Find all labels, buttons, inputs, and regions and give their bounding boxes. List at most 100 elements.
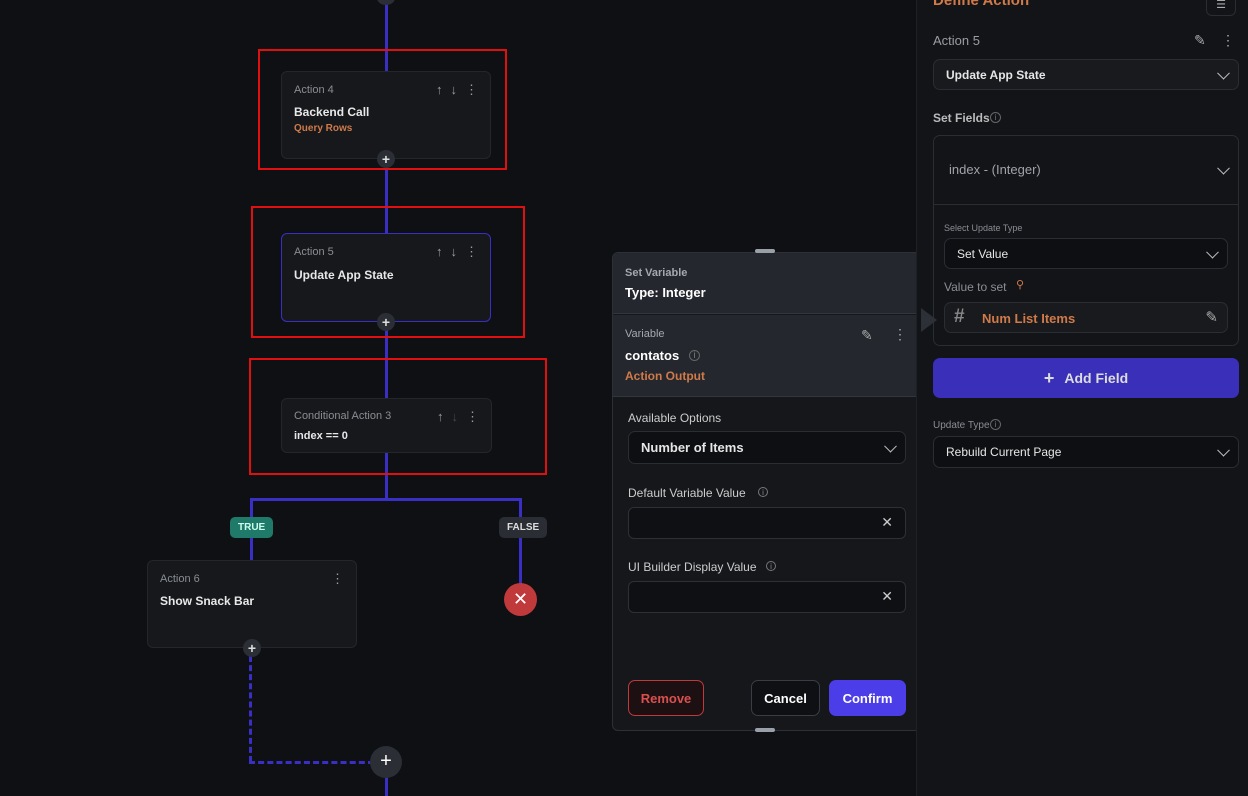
chevron-down-icon: [1206, 245, 1219, 259]
action-node-4[interactable]: Action 4 ↑↓⋮ Backend Call Query Rows: [281, 71, 491, 159]
highlight-box: [249, 358, 547, 475]
available-options-select[interactable]: Number of Items: [628, 431, 906, 464]
node-label: Action 6: [160, 573, 200, 585]
node-subtitle: Query Rows: [294, 123, 353, 134]
popup-pointer: [921, 308, 937, 332]
select-update-type-label: Select Update Type: [944, 223, 1023, 233]
arrow-up-icon[interactable]: ↑: [436, 244, 443, 259]
edit-icon[interactable]: ✎: [1205, 309, 1218, 326]
info-icon[interactable]: i: [689, 350, 700, 361]
cancel-button[interactable]: Cancel: [751, 680, 820, 716]
clear-icon[interactable]: ✕: [881, 588, 893, 604]
true-branch-badge: TRUE: [230, 517, 274, 538]
chevron-down-icon: [1217, 161, 1230, 175]
notes-icon[interactable]: ☰: [1206, 0, 1236, 16]
update-type-select[interactable]: Set Value: [944, 238, 1228, 269]
more-vert-icon[interactable]: ⋮: [1221, 32, 1235, 48]
value-to-set-label: Value to set: [944, 280, 1007, 294]
action-node-6[interactable]: Action 6 ⋮ Show Snack Bar: [147, 560, 357, 648]
action-type-select[interactable]: Update App State: [933, 59, 1239, 90]
variable-label: Variable: [625, 328, 665, 340]
hash-icon: #: [954, 306, 965, 327]
node-title: Show Snack Bar: [160, 594, 255, 608]
display-value-input[interactable]: ✕: [628, 581, 906, 613]
popup-drag-handle[interactable]: [755, 728, 775, 732]
chevron-down-icon: [1217, 66, 1230, 80]
arrow-down-icon[interactable]: ↓: [450, 82, 458, 97]
variable-name: contatos: [625, 348, 680, 363]
update-type-label: Update Type: [933, 420, 990, 431]
more-vert-icon[interactable]: ⋮: [893, 326, 907, 342]
add-action-button[interactable]: +: [377, 150, 395, 168]
more-vert-icon[interactable]: ⋮: [331, 571, 344, 586]
field-card: index - (Integer) Select Update Type Set…: [933, 135, 1239, 346]
condition-expression: index == 0: [294, 430, 348, 442]
variable-section: Variable contatos i Action Output ✎ ⋮: [613, 315, 920, 397]
conditional-node-3[interactable]: Conditional Action 3 ↑ ↓ ⋮ index == 0: [281, 398, 492, 453]
field-header[interactable]: index - (Integer): [934, 136, 1238, 205]
variable-settings-icon[interactable]: ⚲: [1016, 279, 1025, 291]
set-variable-popup: Set Variable Type: Integer Variable cont…: [612, 252, 921, 731]
arrow-down-icon[interactable]: ↓: [451, 409, 459, 424]
info-icon[interactable]: i: [990, 112, 1001, 123]
chevron-down-icon: [884, 439, 897, 453]
action-label: Action 5: [933, 33, 980, 48]
arrow-up-icon[interactable]: ↑: [437, 409, 444, 424]
chevron-down-icon: [1217, 443, 1230, 457]
field-name: index - (Integer): [949, 162, 1041, 177]
define-action-panel: Define Action ☰ Action 5 ✎ ⋮ Update App …: [916, 0, 1248, 796]
add-field-label: Add Field: [1064, 370, 1129, 386]
connector: [519, 498, 522, 588]
popup-header: Set Variable Type: Integer: [613, 253, 920, 314]
highlight-box: [258, 49, 507, 170]
set-fields-label: Set Fields: [933, 111, 990, 125]
arrow-down-icon[interactable]: ↓: [450, 244, 458, 259]
popup-drag-handle[interactable]: [755, 249, 775, 253]
panel-title: Define Action: [933, 0, 1030, 9]
node-label: Conditional Action 3: [294, 410, 392, 422]
remove-button[interactable]: Remove: [628, 680, 704, 716]
action-node-5[interactable]: Action 5 ↑ ↓ ⋮ Update App State: [281, 233, 491, 322]
plus-icon: +: [1043, 367, 1055, 388]
value-to-set: Num List Items: [982, 311, 1076, 326]
display-value-label: UI Builder Display Value: [628, 560, 757, 574]
default-value-label: Default Variable Value: [628, 486, 746, 500]
more-vert-icon[interactable]: ⋮: [465, 82, 478, 97]
update-type-value: Set Value: [957, 246, 1009, 261]
false-branch-badge: FALSE: [499, 517, 548, 538]
dashed-connector: [249, 656, 252, 762]
popup-header-type: Type: Integer: [625, 285, 706, 300]
rebuild-type-select[interactable]: Rebuild Current Page: [933, 436, 1239, 468]
info-icon[interactable]: i: [766, 561, 776, 571]
dashed-connector: [249, 761, 374, 764]
add-action-button[interactable]: +: [243, 639, 261, 657]
node-title: Update App State: [294, 268, 394, 282]
highlight-box: [251, 206, 525, 338]
clear-icon[interactable]: ✕: [881, 514, 893, 530]
available-options-label: Available Options: [628, 411, 722, 425]
variable-source: Action Output: [625, 369, 705, 383]
edit-icon[interactable]: ✎: [1194, 32, 1206, 48]
popup-header-label: Set Variable: [625, 267, 688, 279]
value-to-set-field[interactable]: # Num List Items ✎: [944, 302, 1228, 333]
add-action-button[interactable]: +: [377, 313, 395, 331]
info-icon[interactable]: i: [758, 487, 768, 497]
terminate-branch-icon[interactable]: ✕: [504, 583, 537, 616]
add-field-button[interactable]: + Add Field: [933, 358, 1239, 398]
info-icon[interactable]: i: [990, 419, 1001, 430]
available-options-value: Number of Items: [641, 440, 744, 455]
node-label: Action 5: [294, 246, 334, 258]
more-vert-icon[interactable]: ⋮: [466, 409, 479, 424]
arrow-up-icon[interactable]: ↑: [436, 82, 443, 97]
rebuild-type-value: Rebuild Current Page: [946, 445, 1062, 459]
default-value-input[interactable]: ✕: [628, 507, 906, 539]
add-action-button[interactable]: +: [370, 746, 402, 778]
confirm-button[interactable]: Confirm: [829, 680, 906, 716]
node-title: Backend Call: [294, 105, 370, 119]
action-type-value: Update App State: [946, 67, 1046, 82]
more-vert-icon[interactable]: ⋮: [465, 244, 478, 259]
top-node-handle: [377, 0, 395, 5]
connector: [250, 498, 522, 501]
connector: [385, 776, 388, 796]
edit-icon[interactable]: ✎: [861, 327, 873, 343]
